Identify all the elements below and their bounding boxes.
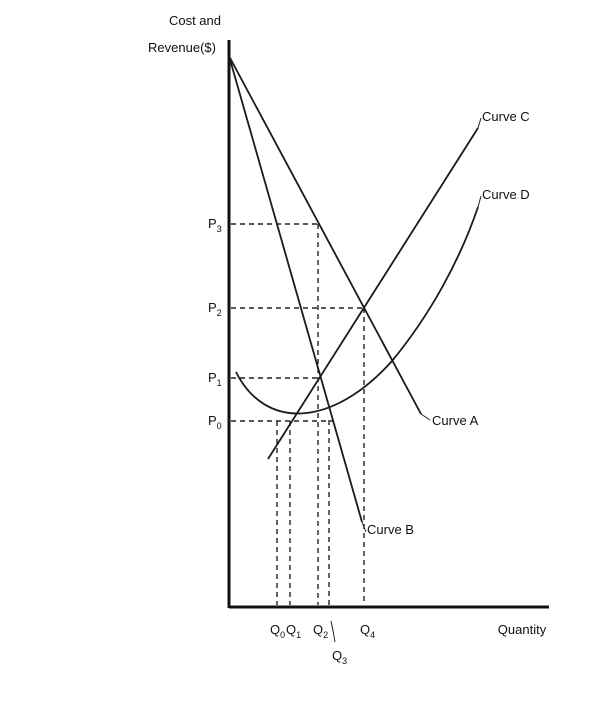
curve-d-label: Curve D <box>482 187 530 202</box>
price-label-p1: P1 <box>208 370 222 388</box>
quantity-label-q2: Q2 <box>313 622 328 640</box>
curve-a-label: Curve A <box>432 413 479 428</box>
curve-b-line <box>228 55 363 523</box>
price-label-p2: P2 <box>208 300 222 318</box>
quantity-label-q0: Q0 <box>270 622 285 640</box>
curve-a-leader <box>420 413 431 421</box>
curve-b-leader <box>361 521 367 533</box>
curve-a-line <box>228 55 422 415</box>
price-label-p0: P0 <box>208 413 222 431</box>
y-axis-label-line1: Cost and <box>169 13 221 28</box>
curve-c-leader <box>477 117 482 129</box>
curve-b-label: Curve B <box>367 522 414 537</box>
curve-c-line <box>267 127 479 460</box>
quantity-label-q4: Q4 <box>360 622 375 640</box>
quantity-label-q1: Q1 <box>286 622 301 640</box>
x-axis-label: Quantity <box>498 622 547 637</box>
y-axis-label-line2: Revenue($) <box>148 40 216 55</box>
curve-c-label: Curve C <box>482 109 530 124</box>
q3-leader <box>330 620 336 643</box>
price-label-p3: P3 <box>208 216 222 234</box>
quantity-label-q3: Q3 <box>332 648 347 666</box>
curve-d-leader <box>477 195 482 208</box>
curve-d-line <box>235 206 479 415</box>
